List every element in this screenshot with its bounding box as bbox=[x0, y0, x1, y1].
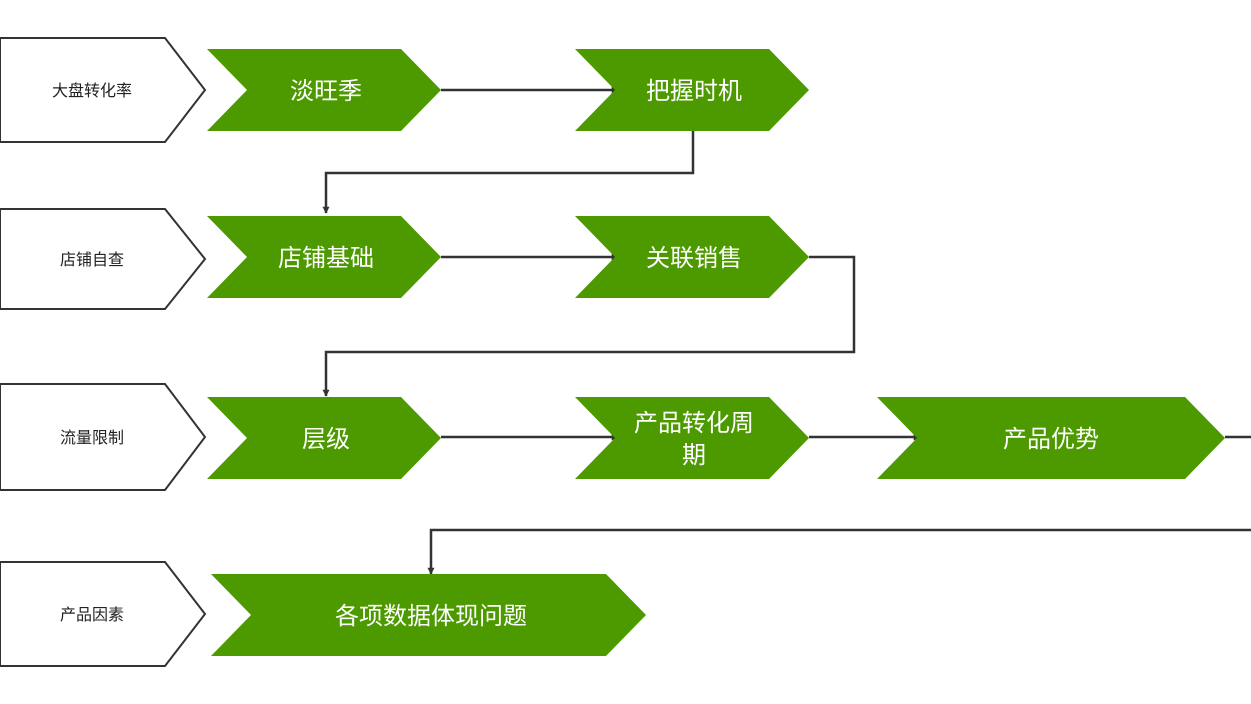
step-text-line-2: 期 bbox=[682, 441, 706, 469]
step-shape bbox=[207, 49, 441, 131]
step-s2: 把握时机 bbox=[575, 49, 809, 131]
step-shape bbox=[207, 216, 441, 298]
step-text: 各项数据体现问题 bbox=[335, 602, 527, 630]
row-label-2: 流量限制 bbox=[0, 383, 207, 491]
row-label-1: 店铺自查 bbox=[0, 208, 207, 310]
connector-s7-s8 bbox=[431, 435, 1251, 574]
step-s1: 淡旺季 bbox=[207, 49, 441, 131]
step-shape bbox=[575, 216, 809, 298]
step-s3: 店铺基础 bbox=[207, 216, 441, 298]
step-text: 淡旺季 bbox=[290, 77, 362, 105]
row-label-text: 流量限制 bbox=[60, 428, 124, 447]
step-shape bbox=[575, 397, 809, 479]
row-label-text: 大盘转化率 bbox=[52, 81, 132, 100]
step-s4: 关联销售 bbox=[575, 216, 809, 298]
step-text: 产品优势 bbox=[1003, 425, 1099, 453]
step-text: 层级 bbox=[302, 425, 350, 453]
step-text: 把握时机 bbox=[646, 77, 742, 105]
connector-s4-s5 bbox=[322, 255, 856, 397]
step-s7: 产品优势 bbox=[877, 397, 1225, 479]
step-shape bbox=[207, 397, 441, 479]
row-label-0: 大盘转化率 bbox=[0, 37, 207, 143]
row-label-text: 店铺自查 bbox=[60, 250, 124, 269]
step-shape bbox=[211, 574, 646, 656]
step-s6: 产品转化周 期 bbox=[575, 397, 809, 479]
row-label-3: 产品因素 bbox=[0, 561, 207, 667]
connector-s2-s3 bbox=[322, 131, 695, 214]
step-text: 店铺基础 bbox=[278, 244, 374, 272]
step-text: 关联销售 bbox=[646, 244, 742, 272]
step-shape bbox=[575, 49, 809, 131]
step-s8: 各项数据体现问题 bbox=[211, 574, 646, 656]
step-text-line-1: 产品转化周 bbox=[634, 409, 754, 437]
step-s5: 层级 bbox=[207, 397, 441, 479]
step-shape bbox=[877, 397, 1225, 479]
row-label-text: 产品因素 bbox=[60, 605, 124, 624]
